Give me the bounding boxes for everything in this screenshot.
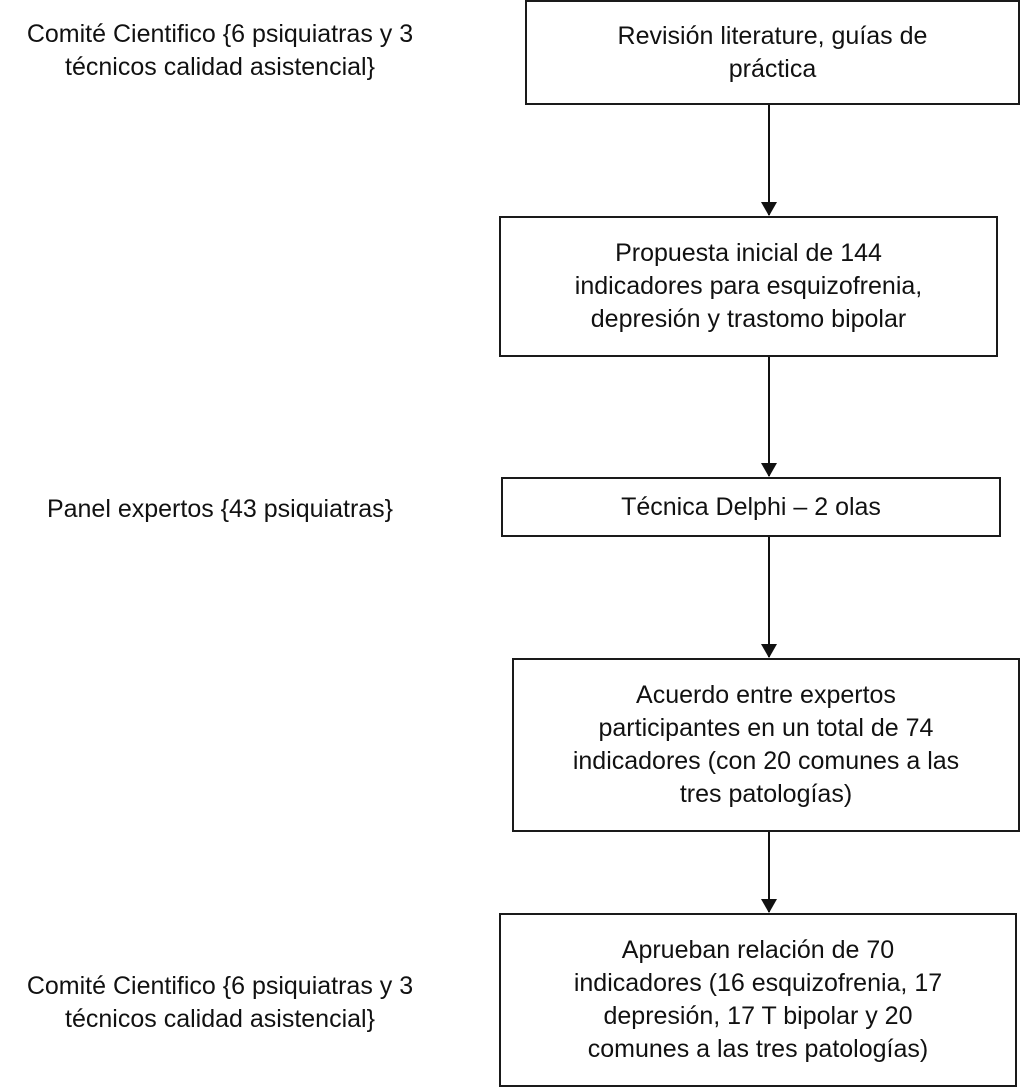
step-literature-review: Revisión literature, guías de práctica [525, 0, 1020, 105]
step-line: Propuesta inicial de 144 [615, 239, 882, 267]
arrowhead-4 [761, 899, 777, 913]
arrowhead-2 [761, 463, 777, 477]
step-line: participantes en un total de 74 [598, 714, 934, 742]
step-line: comunes a las tres patologías) [587, 1035, 929, 1063]
side-label-line: técnicos calidad asistencial} [65, 53, 375, 81]
step-line: Acuerdo entre expertos [636, 681, 896, 709]
step-line: Técnica Delphi – 2 olas [621, 492, 881, 521]
step-text: Aprueban relación de 70 indicadores (16 … [574, 934, 942, 1066]
side-label-line: técnicos calidad asistencial} [65, 1005, 375, 1033]
step-line: depresión, 17 T bipolar y 20 [603, 1002, 913, 1030]
step-line: Aprueban relación de 70 [621, 936, 895, 964]
step-delphi: Técnica Delphi – 2 olas [501, 477, 1001, 537]
side-label-panel: Panel expertos {43 psiquiatras} [0, 493, 440, 526]
step-line: depresión y trastomo bipolar [590, 305, 907, 333]
step-line: indicadores para esquizofrenia, [574, 272, 923, 300]
arrowhead-3 [761, 644, 777, 658]
side-label-committee-top: Comité Cientifico {6 psiquiatras y 3 téc… [0, 18, 440, 84]
step-line: indicadores (con 20 comunes a las [572, 747, 960, 775]
step-text: Propuesta inicial de 144 indicadores par… [575, 237, 922, 336]
step-line: indicadores (16 esquizofrenia, 17 [573, 969, 943, 997]
step-text: Acuerdo entre expertos participantes en … [573, 679, 959, 811]
side-label-line: Comité Cientifico {6 psiquiatras y 3 [26, 972, 414, 1000]
step-line: Revisión literature, guías de [617, 21, 928, 50]
side-label-line: Panel expertos {43 psiquiatras} [46, 495, 394, 523]
step-line: tres patologías) [679, 780, 853, 808]
step-expert-agreement: Acuerdo entre expertos participantes en … [512, 658, 1020, 832]
step-text: Técnica Delphi – 2 olas [621, 491, 881, 524]
side-label-line: Comité Cientifico {6 psiquiatras y 3 [26, 20, 414, 48]
arrowhead-1 [761, 202, 777, 216]
step-text: Revisión literature, guías de práctica [618, 20, 928, 86]
step-approval: Aprueban relación de 70 indicadores (16 … [499, 913, 1017, 1087]
step-line: práctica [728, 54, 817, 83]
step-initial-proposal: Propuesta inicial de 144 indicadores par… [499, 216, 998, 357]
side-label-committee-bottom: Comité Cientifico {6 psiquiatras y 3 téc… [0, 970, 440, 1036]
